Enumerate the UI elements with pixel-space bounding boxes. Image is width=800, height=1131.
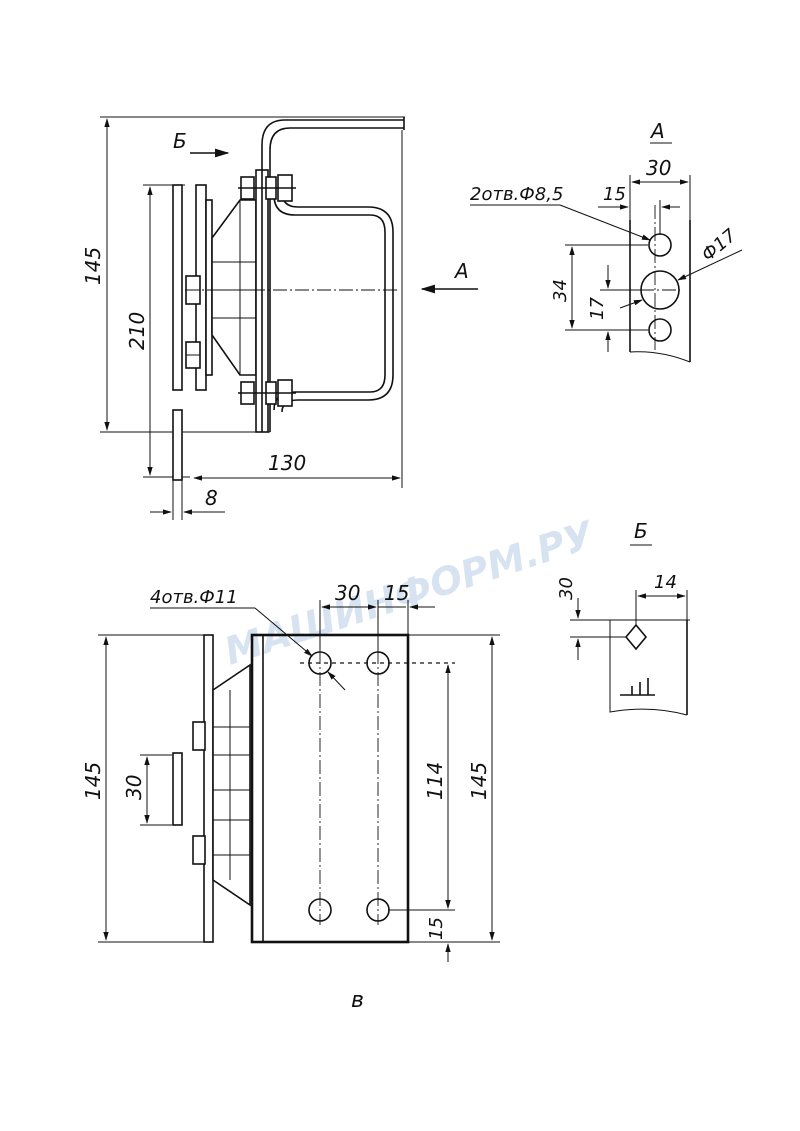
view-b: Б 30 14 bbox=[556, 519, 690, 716]
note-2-holes: 2отв.Ф8,5 bbox=[470, 184, 563, 205]
bracket-plate bbox=[250, 633, 410, 944]
dim-145-right: 145 bbox=[467, 762, 491, 800]
dim-114: 114 bbox=[423, 762, 447, 800]
note-big-hole: Ф17 bbox=[698, 225, 741, 266]
dim-a17: 17 bbox=[587, 297, 608, 320]
dim-8: 8 bbox=[205, 486, 218, 510]
dim-b30: 30 bbox=[556, 577, 577, 600]
view-a: А 30 15 2отв.Ф8,5 Ф17 34 bbox=[470, 119, 743, 363]
diamond-mark bbox=[624, 623, 648, 651]
dim-a15: 15 bbox=[603, 184, 626, 205]
dim-130: 130 bbox=[268, 451, 306, 475]
note-4-holes: 4отв.Ф11 bbox=[150, 587, 238, 608]
view-a-title: А bbox=[649, 119, 665, 143]
watermark: МАШИНФОРМ.РУ bbox=[219, 512, 600, 673]
dim-top30: 30 bbox=[335, 581, 360, 605]
bottom-view: 145 30 4отв.Ф11 bbox=[81, 581, 500, 1013]
view-a-arrow-label: А bbox=[453, 259, 469, 283]
ground-symbol-icon bbox=[620, 678, 655, 696]
dim-a30: 30 bbox=[646, 156, 671, 180]
dim-145-left: 145 bbox=[81, 762, 105, 800]
dim-210: 210 bbox=[125, 312, 149, 350]
dim-top15: 15 bbox=[384, 581, 409, 605]
view-b-title: Б bbox=[634, 519, 648, 543]
dim-a34: 34 bbox=[550, 279, 571, 302]
view-b-arrow-label: Б bbox=[173, 129, 187, 153]
dim-145: 145 bbox=[81, 247, 105, 285]
dim-b14: 14 bbox=[654, 572, 677, 593]
small-hole-top bbox=[648, 233, 672, 257]
small-hole-bottom bbox=[648, 318, 672, 342]
view-caption: в bbox=[351, 988, 364, 1013]
main-side-view: 145 210 bbox=[81, 116, 478, 520]
dim-bottom15: 15 bbox=[426, 917, 447, 940]
dim-h30: 30 bbox=[122, 775, 146, 800]
